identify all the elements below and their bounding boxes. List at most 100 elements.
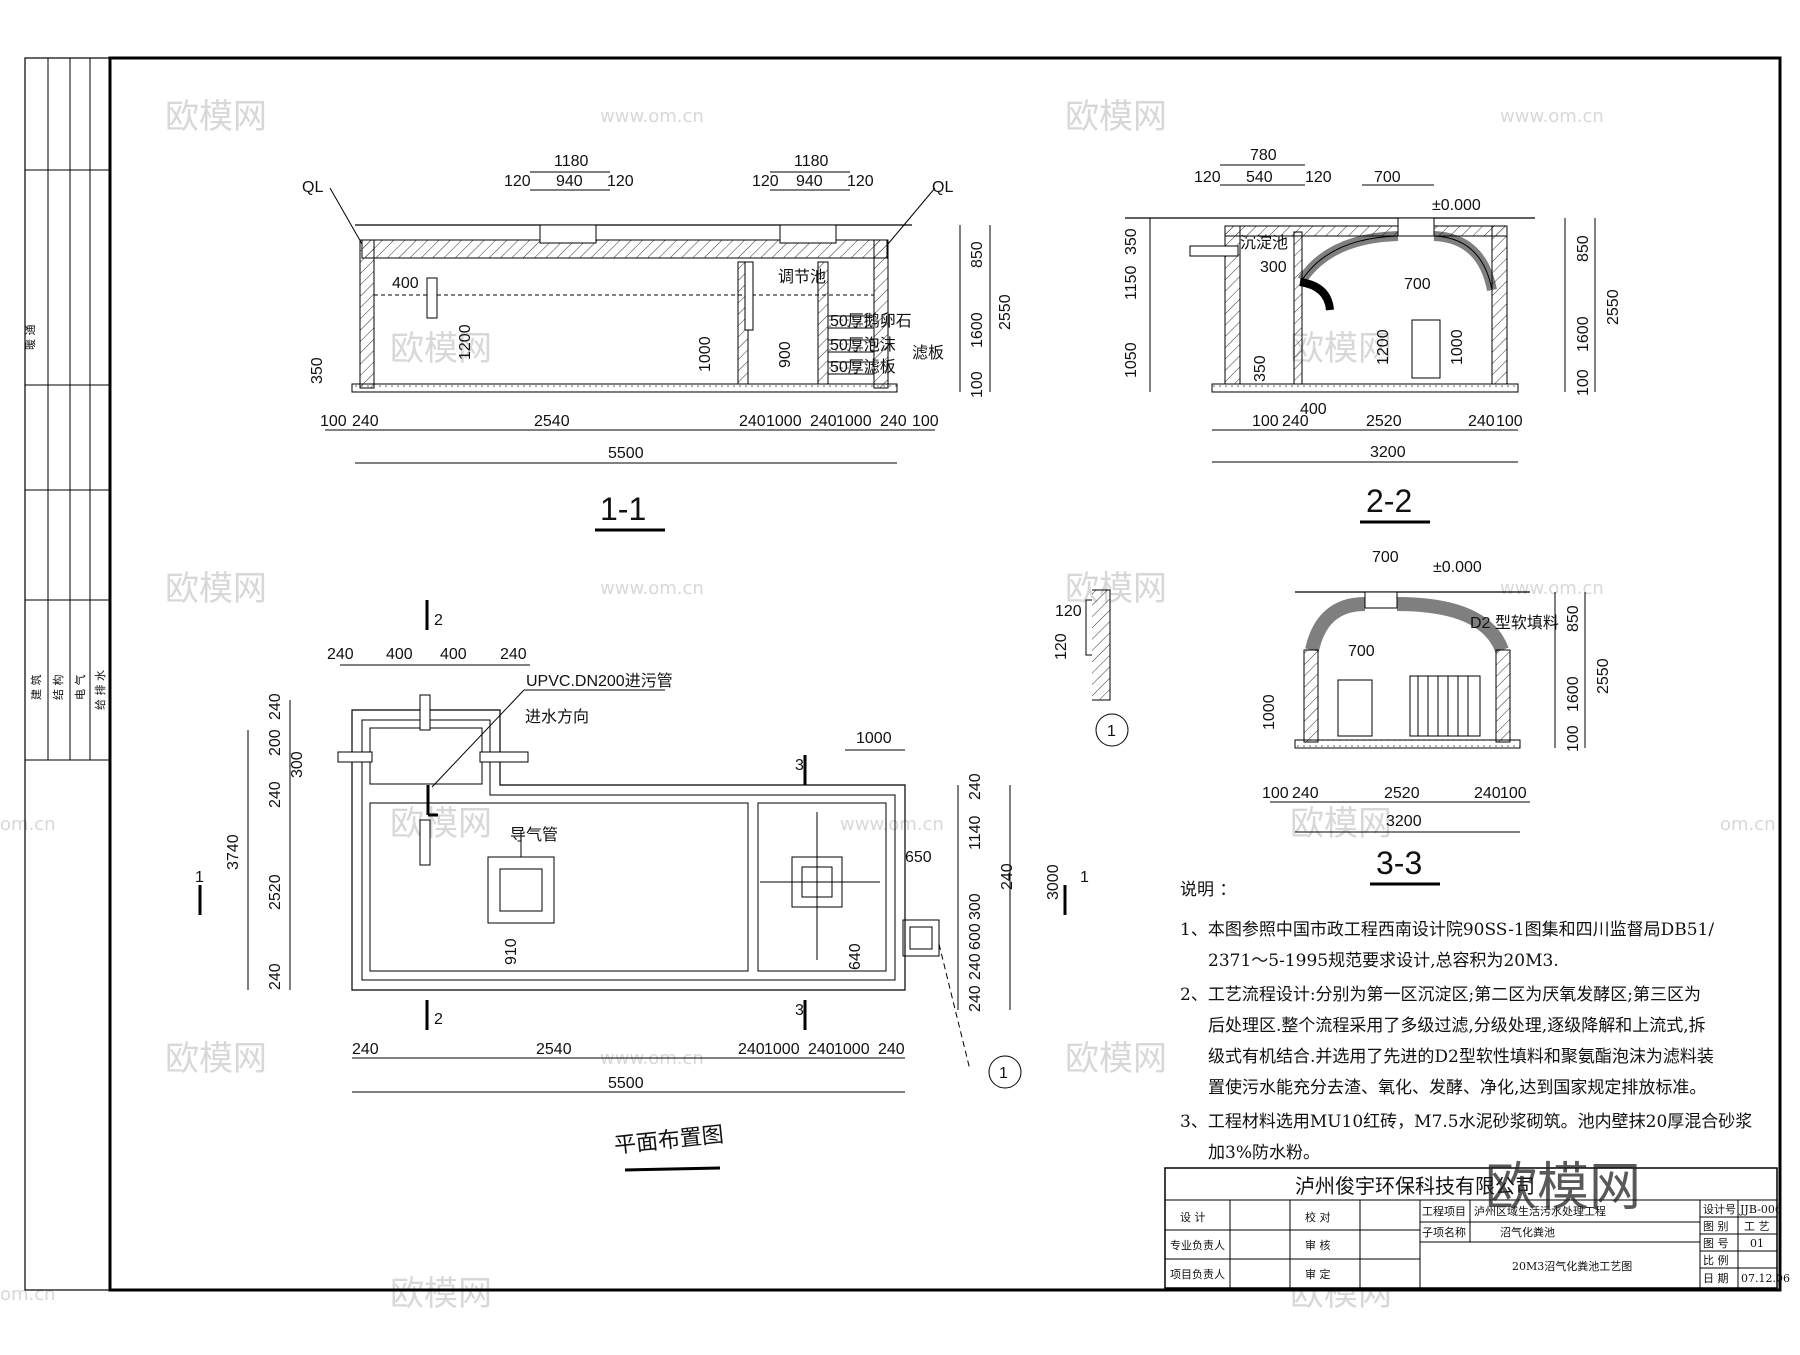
title-block: 泸州俊宇环保科技有限公司 设 计 校 对 专业负责人 审 核 项目负责人 审 定… — [1164, 1158, 1790, 1289]
plan-dim-r240b: 240 — [999, 863, 1016, 890]
dim-b240d: 240 — [880, 413, 907, 430]
sheet-frame: 暖 通 建 筑 结 构 电 气 给 排 水 — [24, 56, 1782, 1292]
side-strip-label: 电 气 — [73, 675, 87, 701]
plan-dim-b1000b: 1000 — [834, 1041, 870, 1058]
dim-b240b: 240 — [739, 413, 766, 430]
label-layer1: 50厚鹅卵石 — [830, 312, 912, 330]
label-layer3: 50厚滤板 — [830, 358, 896, 376]
cut-1-right: 1 — [1080, 869, 1089, 886]
dim-2-t780: 780 — [1250, 147, 1277, 164]
tb-date-label: 日 期 — [1703, 1272, 1729, 1285]
tb-design-no-label: 设计号 — [1703, 1203, 1736, 1216]
watermark-url-short: om.cn — [1720, 814, 1776, 835]
tb-sheet-label: 图 号 — [1703, 1237, 1729, 1250]
dim-b1000a: 1000 — [766, 413, 802, 430]
plan-dim-l240a: 240 — [267, 693, 284, 720]
plan-dim-r600: 600 — [967, 923, 984, 950]
side-strip-label: 建 筑 — [29, 675, 43, 701]
side-strip-label: 结 构 — [51, 675, 65, 701]
dim-top-b-r: 120 — [847, 173, 874, 190]
dim-2-t700: 700 — [1374, 169, 1401, 186]
dim-3-b100a: 100 — [1262, 785, 1289, 802]
tb-project-lead: 项目负责人 — [1170, 1267, 1225, 1281]
dim-b240c: 240 — [810, 413, 837, 430]
dim-3-b2520: 2520 — [1384, 785, 1420, 802]
watermark-brand: 欧模网 — [165, 97, 267, 137]
dim-b1000b: 1000 — [836, 413, 872, 430]
dim-2-r100: 100 — [1575, 369, 1592, 396]
plan-dim-b240d: 240 — [878, 1041, 905, 1058]
watermark-brand: 欧模网 — [390, 329, 492, 369]
section-title-1-1: 1-1 — [600, 491, 646, 527]
dim-r850: 850 — [969, 241, 986, 268]
dim-2-l1150: 1150 — [1123, 265, 1140, 300]
detail-1: 120 120 1 — [1053, 589, 1129, 747]
section-title-3-3: 3-3 — [1376, 845, 1422, 881]
tb-category-label: 图 别 — [1703, 1220, 1729, 1233]
detail-mark: 1 — [1107, 723, 1116, 740]
notes-line: 置使污水能充分去渣、氧化、发酵、净化,达到国家规定排放标准。 — [1208, 1077, 1706, 1098]
plan-dim-r240c: 240 — [967, 953, 984, 980]
tb-sub-item: 子项名称 — [1422, 1225, 1466, 1239]
plan-dim-t400b: 400 — [440, 646, 467, 663]
watermark-url: www.om.cn — [600, 578, 704, 599]
watermark-url: www.om.cn — [840, 814, 944, 835]
label-filler: D2 型软填料 — [1470, 614, 1559, 632]
watermark-brand: 欧模网 — [165, 1039, 267, 1079]
plan-dim-i650: 650 — [905, 849, 932, 866]
dim-2-r850: 850 — [1575, 235, 1592, 262]
plan-dim-l240b: 240 — [267, 781, 284, 808]
dim-2-l350: 350 — [1123, 228, 1140, 255]
watermark-url: www.om.cn — [1500, 106, 1604, 127]
label-pipe: UPVC.DN200进污管 — [526, 672, 673, 690]
plan-dim-r1140: 1140 — [967, 815, 984, 850]
dim-2-r2550: 2550 — [1605, 289, 1622, 325]
dim-2-t120b: 120 — [1305, 169, 1332, 186]
tb-sub-value: 沼气化粪池 — [1500, 1225, 1555, 1239]
tb-review: 审 核 — [1305, 1238, 1331, 1252]
dim-b100a: 100 — [320, 413, 347, 430]
tb-design-no: JJB-006 — [1739, 1203, 1782, 1216]
watermark-brand: 欧模网 — [1065, 97, 1167, 137]
label-layer2: 50厚泡沫 — [830, 336, 896, 354]
notes-line: 后处理区.整个流程采用了多级过滤,分级处理,逐级降解和上流式,拆 — [1208, 1016, 1706, 1036]
dim-2-b400: 400 — [1300, 401, 1327, 418]
plan-dim-b2540: 2540 — [536, 1041, 572, 1058]
dim-2-t120a: 120 — [1194, 169, 1221, 186]
dim-top-a-m: 940 — [556, 173, 583, 190]
dim-top-b-l: 120 — [752, 173, 779, 190]
watermark-url: www.om.cn — [1500, 578, 1604, 599]
plan-dim-r240d: 240 — [967, 985, 984, 1012]
dim-2-b100a: 100 — [1252, 413, 1279, 430]
plan-dim-r3000: 3000 — [1045, 864, 1062, 900]
dim-b240a: 240 — [352, 413, 379, 430]
dim-2-r1600: 1600 — [1575, 316, 1592, 352]
plan-dim-b5500: 5500 — [608, 1075, 644, 1092]
dim-2-l1050: 1050 — [1123, 342, 1140, 378]
plan-dim-l300: 300 — [289, 751, 306, 778]
dim-v1200: 1200 — [457, 324, 474, 360]
tb-category: 工 艺 — [1744, 1220, 1770, 1233]
tb-drawing-name: 20M3沼气化粪池工艺图 — [1512, 1259, 1632, 1273]
dim-2-i300: 300 — [1260, 259, 1287, 276]
watermark-url-short: om.cn — [0, 814, 56, 835]
watermark-url-short: om.cn — [0, 1284, 56, 1305]
plan-dim-t1000: 1000 — [856, 730, 892, 747]
plan-dim-i910: 910 — [503, 938, 520, 965]
dim-3-b240b: 240 — [1474, 785, 1501, 802]
plan-dim-l200: 200 — [267, 729, 284, 756]
tb-scale-label: 比 例 — [1703, 1253, 1729, 1267]
notes-block: 说明 ： 1、本图参照中国市政工程西南设计院90SS-1图集和四川监督局DB51… — [1180, 880, 1752, 1163]
plan-dim-l2520: 2520 — [267, 874, 284, 910]
notes-line: 3、工程材料选用MU10红砖，M7.5水泥砂浆砌筑。池内壁抹20厚混合砂浆 — [1180, 1112, 1752, 1132]
dim-3-t700: 700 — [1372, 549, 1399, 566]
notes-line: 2371～5-1995规范要求设计,总容积为20M3. — [1208, 951, 1559, 971]
plan-title: 平面布置图 — [613, 1122, 725, 1158]
notes-line: 1、本图参照中国市政工程西南设计院90SS-1图集和四川监督局DB51/ — [1180, 920, 1714, 940]
plan-dim-r240a: 240 — [967, 773, 984, 800]
dim-3-r100: 100 — [1565, 725, 1582, 752]
label-tank-2-2: 沉淀池 — [1240, 234, 1288, 252]
label-ql-right: QL — [932, 179, 953, 196]
